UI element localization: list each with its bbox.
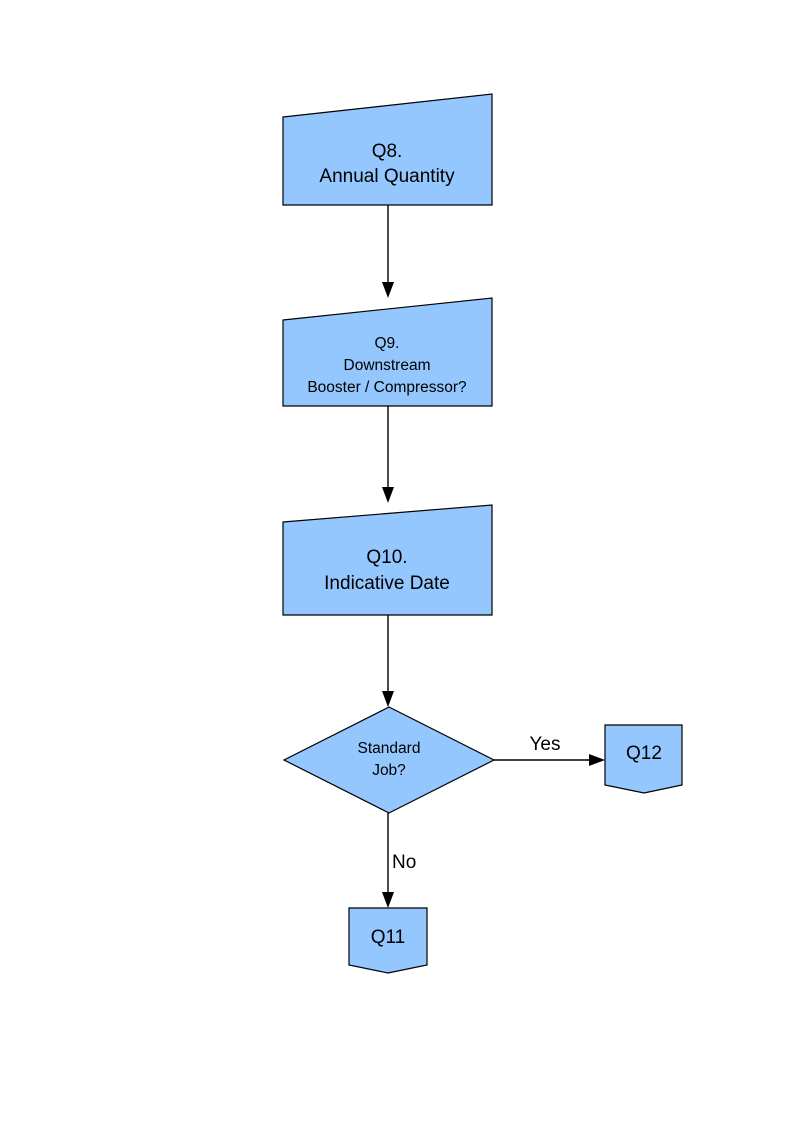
q12-label: Q12 <box>626 743 662 764</box>
q12-shape[interactable] <box>604 724 683 794</box>
q11-shape[interactable] <box>348 907 428 974</box>
q8-shape[interactable] <box>282 93 493 206</box>
q9-label-line3: Booster / Compressor? <box>307 379 467 396</box>
q11-label: Q11 <box>371 927 406 948</box>
q10-shape[interactable] <box>282 504 493 616</box>
q9-label-line2: Downstream <box>344 357 431 374</box>
edge-q10-to-decision <box>382 615 394 707</box>
q8-q9-arrowhead <box>382 282 394 298</box>
node-q11[interactable]: Q11 <box>348 907 428 974</box>
decision-label-line1: Standard <box>358 740 421 757</box>
decision-label-line2: Job? <box>372 762 406 779</box>
edge-decision-to-q12: Yes <box>494 734 605 766</box>
q9-label-line1: Q9. <box>375 335 400 352</box>
node-q10[interactable]: Q10. Indicative Date <box>282 504 493 616</box>
q10-label-line2: Indicative Date <box>324 573 450 594</box>
q10-decision-arrowhead <box>382 691 394 707</box>
decision-q11-arrowhead <box>382 892 394 908</box>
q9-shape[interactable] <box>282 297 493 407</box>
edge-q9-to-q10 <box>382 406 394 503</box>
node-q8[interactable]: Q8. Annual Quantity <box>282 93 493 206</box>
node-decision-standard-job[interactable]: Standard Job? <box>282 706 496 814</box>
decision-shape[interactable] <box>282 706 496 814</box>
q9-q10-arrowhead <box>382 487 394 503</box>
node-q9[interactable]: Q9. Downstream Booster / Compressor? <box>282 297 493 407</box>
edge-label-no: No <box>392 852 416 873</box>
q8-label-line2: Annual Quantity <box>319 166 455 187</box>
q8-label-line1: Q8. <box>372 141 403 162</box>
node-q12[interactable]: Q12 <box>604 724 683 794</box>
edge-label-yes: Yes <box>530 734 561 755</box>
edge-decision-to-q11: No <box>382 813 416 908</box>
q10-label-line1: Q10. <box>366 547 407 568</box>
decision-q12-arrowhead <box>589 754 605 766</box>
edge-q8-to-q9 <box>382 205 394 298</box>
